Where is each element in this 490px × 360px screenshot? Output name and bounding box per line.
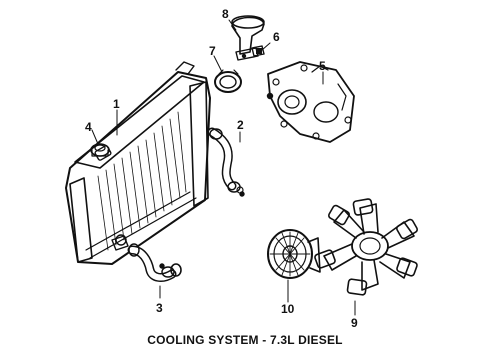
leader-6 — [261, 42, 271, 51]
lower-hose — [127, 243, 182, 282]
thermostat-outlet — [231, 15, 265, 61]
thermostat-gasket — [214, 69, 242, 93]
callout-2: 2 — [237, 118, 244, 132]
radiator-cap — [90, 143, 110, 157]
leader-lines — [91, 19, 356, 316]
callout-1: 1 — [113, 97, 120, 111]
callout-3: 3 — [156, 301, 163, 315]
callout-labels: 1 2 3 4 5 6 7 8 9 10 — [85, 7, 358, 330]
callout-10: 10 — [281, 302, 295, 316]
callout-6: 6 — [273, 30, 280, 44]
water-pump — [266, 61, 355, 143]
temperature-sensor — [251, 45, 265, 57]
callout-5: 5 — [319, 59, 326, 73]
leader-4 — [91, 129, 99, 145]
upper-hose — [207, 127, 245, 197]
cooling-fan — [314, 198, 418, 296]
leader-7 — [213, 55, 223, 73]
callout-8: 8 — [222, 7, 229, 21]
leader-8 — [228, 19, 237, 31]
cooling-system-diagram: 1 2 3 4 5 6 7 8 9 10 — [65, 7, 418, 330]
callout-7: 7 — [209, 44, 216, 58]
radiator — [65, 61, 211, 265]
diagram-caption: COOLING SYSTEM - 7.3L DIESEL — [147, 333, 343, 347]
fan-clutch — [267, 229, 321, 279]
callout-4: 4 — [85, 120, 92, 134]
callout-9: 9 — [351, 316, 358, 330]
